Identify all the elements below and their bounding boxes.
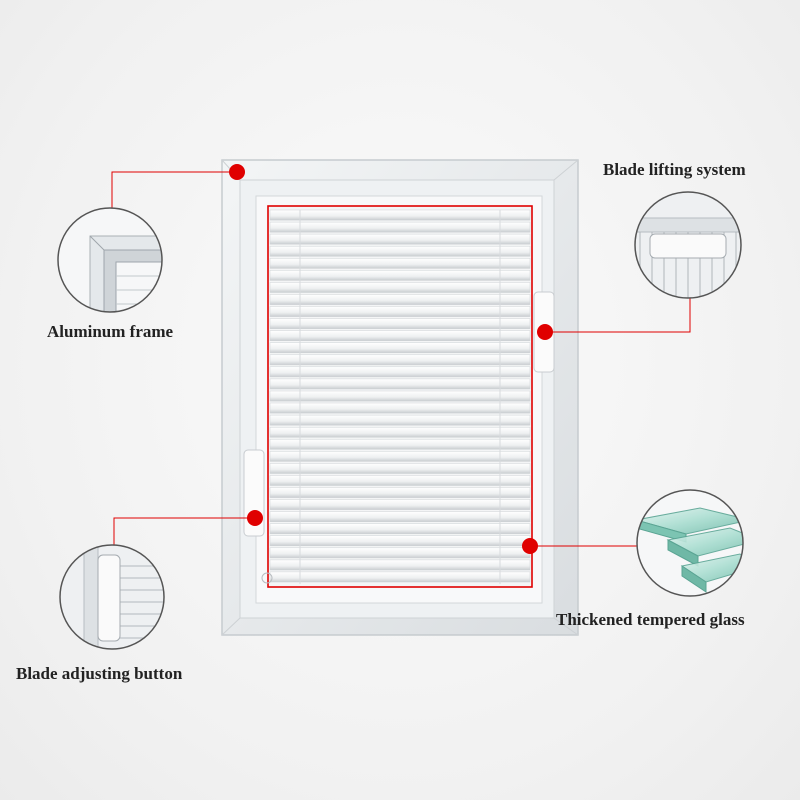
blind-slat — [269, 258, 531, 269]
blind-slat — [269, 318, 531, 329]
callout-lines — [111, 171, 691, 547]
blind-slat — [269, 426, 531, 438]
blind-slat — [269, 451, 531, 462]
blind-slat — [269, 209, 531, 221]
label-thickened-tempered-glass: Thickened tempered glass — [556, 610, 745, 629]
blind-slat — [269, 294, 531, 305]
blind-slat — [269, 330, 531, 341]
blind-slat — [269, 511, 531, 522]
blind-slat — [269, 390, 531, 402]
blind-slat — [269, 559, 531, 571]
glass-outline — [267, 205, 533, 588]
blind-slat — [269, 463, 531, 474]
dot-blade-adjusting — [247, 510, 263, 526]
blind-slat — [269, 475, 531, 486]
blind-slats — [268, 206, 532, 587]
zoom-tempered-glass — [636, 489, 744, 597]
dot-blade-lifting — [537, 324, 553, 340]
zoom-aluminum-frame — [57, 207, 163, 313]
blind-slat — [269, 414, 531, 426]
label-aluminum-frame: Aluminum frame — [47, 322, 174, 341]
dot-aluminum-frame — [229, 164, 245, 180]
corner-screw-icon — [261, 572, 273, 584]
label-blade-adjusting-button: Blade adjusting button — [16, 664, 183, 683]
blind-slat — [269, 233, 531, 245]
blind-slat — [269, 245, 531, 257]
blind-slat — [269, 547, 531, 559]
label-blade-lifting-system: Blade lifting system — [603, 160, 746, 179]
blind-slat — [269, 221, 531, 233]
blind-slat — [269, 378, 531, 390]
blind-slat — [269, 354, 531, 366]
zoom-blade-adjusting — [59, 544, 165, 650]
blind-slat — [269, 438, 531, 450]
blind-slat — [269, 571, 531, 583]
blind-slat — [269, 366, 531, 378]
dot-tempered-glass — [522, 538, 538, 554]
blind-slat — [269, 523, 531, 535]
blind-slat — [269, 270, 531, 281]
callout-dots — [229, 164, 553, 554]
blind-slat — [269, 282, 531, 293]
blind-slat — [269, 402, 531, 414]
blind-slat — [269, 535, 531, 547]
blind-slat — [269, 487, 531, 498]
blind-slat — [269, 499, 531, 510]
blind-slat — [269, 342, 531, 354]
blind-slat — [269, 306, 531, 317]
zoom-blade-lifting — [634, 191, 742, 299]
